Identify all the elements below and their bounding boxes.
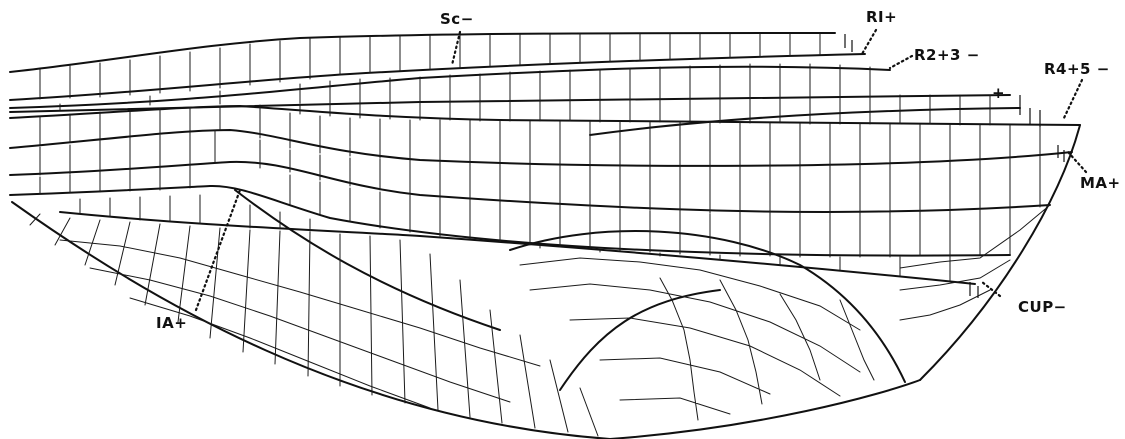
- r45-leader: [1064, 80, 1082, 118]
- r23-leader: [890, 56, 912, 68]
- ia-leader: [196, 190, 240, 310]
- label-plus: +: [992, 84, 1005, 102]
- r1-leader: [862, 30, 876, 54]
- label-r45: R4+5 −: [1044, 60, 1110, 78]
- label-sc: Sc−: [440, 10, 474, 28]
- label-ma: MA+: [1080, 174, 1121, 192]
- sc-leader: [452, 32, 460, 65]
- r45-vein: [10, 106, 1080, 125]
- margin-ticks: [845, 34, 1064, 298]
- label-ia: IA+: [156, 314, 187, 332]
- media-vein: [10, 130, 1072, 166]
- inner-arc-a: [510, 231, 905, 382]
- crossveins: [30, 33, 1050, 436]
- crossveins-anal: [30, 214, 598, 436]
- apical-margin: [920, 125, 1080, 380]
- inner-arc-b: [560, 290, 720, 390]
- label-cup: CUP−: [1018, 298, 1067, 316]
- r45-ticks: [1020, 95, 1040, 127]
- leader-lines: [196, 30, 1086, 310]
- label-r23: R2+3 −: [914, 46, 980, 64]
- anal-vein: [235, 190, 500, 330]
- r1-ticks: [845, 34, 852, 52]
- label-r1: RI+: [866, 8, 897, 26]
